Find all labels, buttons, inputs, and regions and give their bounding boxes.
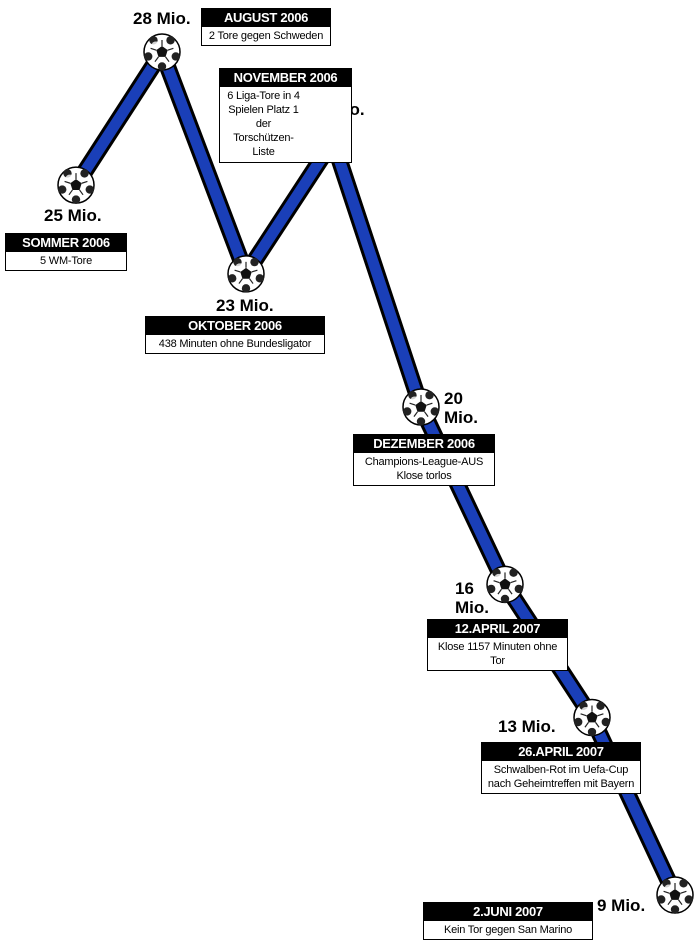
caption-note: Klose 1157 Minuten ohne Tor bbox=[437, 641, 558, 667]
caption-note: 438 Minuten ohne Bundesligator bbox=[158, 338, 312, 350]
caption-box: NOVEMBER 2006 6 Liga-Tore in 4 Spielen Pl… bbox=[219, 68, 352, 163]
ball-markers bbox=[57, 33, 694, 914]
soccer-ball-icon bbox=[143, 33, 181, 71]
caption-period: NOVEMBER 2006 bbox=[220, 69, 351, 87]
caption-period: AUGUST 2006 bbox=[202, 9, 330, 27]
soccer-ball-icon bbox=[227, 255, 265, 293]
caption-note: 6 Liga-Tore in 4 Spielen Platz 1 der Tor… bbox=[227, 90, 300, 158]
caption-box: AUGUST 2006 2 Tore gegen Schweden bbox=[201, 8, 331, 46]
caption-note: Schwalben-Rot im Uefa-Cup nach Geheimtre… bbox=[487, 764, 635, 790]
value-label: 16 Mio. bbox=[455, 579, 489, 617]
value-label: 25 Mio. bbox=[44, 206, 102, 225]
soccer-ball-icon bbox=[486, 565, 524, 604]
caption-box: OKTOBER 2006 438 Minuten ohne Bundesligat… bbox=[145, 316, 325, 354]
caption-note: 5 WM-Tore bbox=[40, 255, 92, 267]
value-label: 20 Mio. bbox=[444, 389, 478, 427]
soccer-ball-icon bbox=[656, 876, 694, 914]
value-line-stroke bbox=[71, 46, 680, 898]
value-label: 28 Mio. bbox=[133, 9, 191, 28]
caption-period: OKTOBER 2006 bbox=[146, 317, 324, 335]
caption-period: 2.JUNI 2007 bbox=[424, 903, 592, 921]
caption-note: 2 Tore gegen Schweden bbox=[208, 30, 324, 42]
soccer-ball-icon bbox=[573, 698, 611, 737]
soccer-ball-icon bbox=[402, 388, 440, 426]
value-line bbox=[68, 43, 683, 899]
caption-period: SOMMER 2006 bbox=[6, 234, 126, 252]
caption-note: Champions-League-AUS Klose torlos bbox=[364, 456, 484, 482]
caption-box: SOMMER 2006 5 WM-Tore bbox=[5, 233, 127, 271]
caption-period: 12.APRIL 2007 bbox=[428, 620, 567, 638]
caption-note: Kein Tor gegen San Marino bbox=[443, 924, 573, 936]
value-label: 9 Mio. bbox=[597, 896, 646, 915]
caption-period: 26.APRIL 2007 bbox=[482, 743, 640, 761]
value-label: 23 Mio. bbox=[216, 296, 274, 315]
value-label: 13 Mio. bbox=[498, 717, 556, 736]
soccer-ball-icon bbox=[57, 166, 95, 204]
caption-period: DEZEMBER 2006 bbox=[354, 435, 494, 453]
